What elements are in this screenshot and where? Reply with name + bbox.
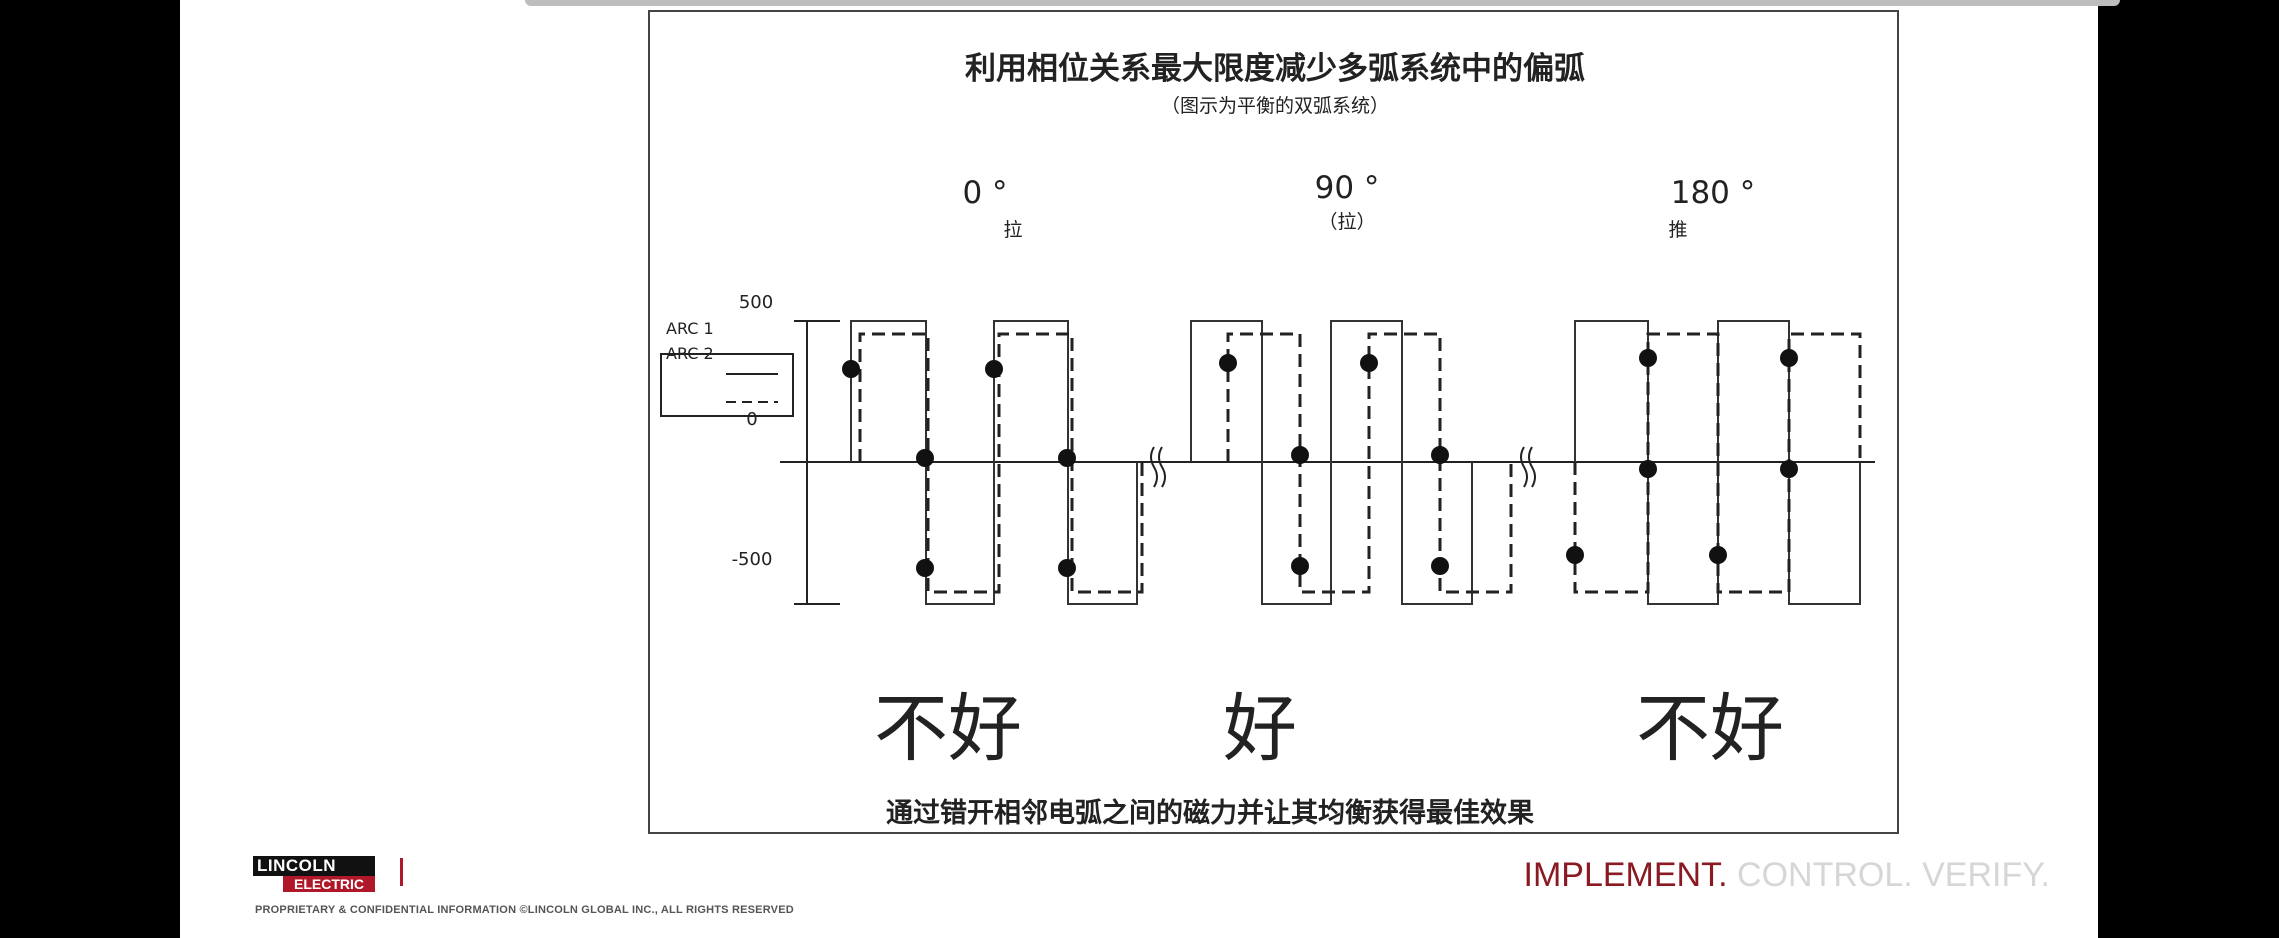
angle-label-0: 0 ° [962, 175, 1007, 211]
legal-notice: PROPRIETARY & CONFIDENTIAL INFORMATION ©… [255, 904, 794, 916]
phase-diagram-figure: 利用相位关系最大限度减少多弧系统中的偏弧 （图示为平衡的双弧系统） 0 ° 拉 … [648, 10, 1899, 834]
arc1-waveform-90 [1190, 320, 1473, 605]
phase-marker-dot [1291, 557, 1309, 575]
top-scrollbar[interactable] [525, 0, 2120, 6]
tagline: IMPLEMENT. CONTROL. VERIFY. [1524, 856, 2050, 895]
arc2-waveform-180 [1573, 332, 1862, 594]
phase-marker-dot [1709, 546, 1727, 564]
axis-break-2 [1520, 446, 1536, 488]
phase-marker-dot [1058, 559, 1076, 577]
y-tick-500: 500 [739, 292, 773, 313]
lincoln-electric-logo: LINCOLN ELECTRIC [253, 856, 375, 892]
legend-box [660, 353, 794, 417]
phase-marker-dot [842, 360, 860, 378]
slide: 利用相位关系最大限度减少多弧系统中的偏弧 （图示为平衡的双弧系统） 0 ° 拉 … [180, 0, 2120, 938]
arc1-waveform-0 [850, 320, 1138, 605]
phase-marker-dot [916, 449, 934, 467]
angle-label-90: 90 ° [1315, 170, 1380, 206]
phase-marker-dot [985, 360, 1003, 378]
verdict-90: 好 [1223, 686, 1297, 772]
axis-break-1 [1150, 446, 1166, 488]
waveform-panel-90 [1190, 320, 1513, 605]
verdict-0: 不好 [874, 686, 1022, 772]
waveform-panel-180 [1566, 320, 1862, 605]
y-tick-0: 0 [746, 409, 757, 430]
phase-marker-dot [1639, 460, 1657, 478]
legend: ARC 1 ARC 2 [660, 319, 794, 417]
mode-label-90: （拉） [1318, 211, 1375, 233]
phase-marker-dot [1431, 557, 1449, 575]
phase-marker-dot [1431, 446, 1449, 464]
phase-marker-dot [1566, 546, 1584, 564]
phase-marker-dot [1219, 354, 1237, 372]
legend-arc1-label: ARC 1 [666, 319, 714, 338]
waveform-panel-0 [842, 320, 1144, 605]
phase-marker-dot [1291, 446, 1309, 464]
phase-marker-dot [1780, 349, 1798, 367]
arc2-waveform-90 [1226, 332, 1513, 594]
phase-marker-dot [1780, 460, 1798, 478]
diagram-title: 利用相位关系最大限度减少多弧系统中的偏弧 [965, 51, 1585, 87]
logo-bottom-text: ELECTRIC [283, 876, 375, 892]
phase-marker-dot [1360, 354, 1378, 372]
diagram-footer-caption: 通过错开相邻电弧之间的磁力并让其均衡获得最佳效果 [886, 797, 1534, 829]
verdict-180: 不好 [1636, 686, 1784, 772]
tagline-implement: IMPLEMENT. [1523, 856, 1728, 894]
y-tick-minus-500: -500 [732, 549, 773, 570]
arc1-waveform-180 [1574, 320, 1861, 605]
logo-top-text: LINCOLN [253, 856, 375, 876]
phase-marker-dot [1639, 349, 1657, 367]
angle-label-180: 180 ° [1671, 175, 1756, 211]
arc2-waveform-0 [858, 332, 1144, 594]
phase-diagram: 利用相位关系最大限度减少多弧系统中的偏弧 （图示为平衡的双弧系统） 0 ° 拉 … [660, 51, 1875, 829]
y-axis: 500 0 -500 [732, 292, 840, 605]
tagline-control-verify: CONTROL. VERIFY. [1727, 856, 2050, 894]
diagram-subtitle: （图示为平衡的双弧系统） [1161, 95, 1389, 117]
phase-marker-dot [916, 559, 934, 577]
mode-label-0: 拉 [1003, 219, 1022, 241]
logo-divider [400, 858, 403, 886]
mode-label-180: 推 [1668, 219, 1687, 241]
phase-marker-dot [1058, 449, 1076, 467]
